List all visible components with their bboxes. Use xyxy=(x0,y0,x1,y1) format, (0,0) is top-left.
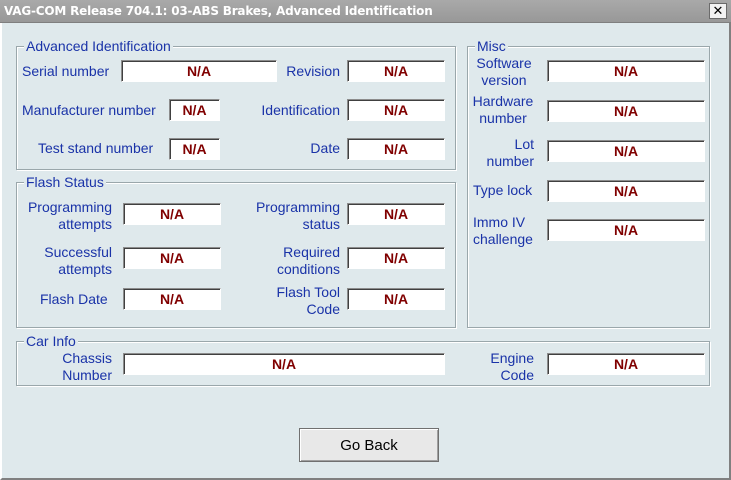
misc-title: Misc xyxy=(475,38,508,54)
programming-status-label: Programming status xyxy=(255,199,340,232)
window-title: VAG-COM Release 704.1: 03-ABS Brakes, Ad… xyxy=(4,4,433,18)
chassis-number-label: Chassis Number xyxy=(62,350,112,383)
lot-number-label: Lot number xyxy=(486,136,534,169)
lot-number-field[interactable]: N/A xyxy=(547,140,705,162)
required-conditions-field[interactable]: N/A xyxy=(347,247,445,269)
hardware-number-label: Hardware number xyxy=(472,93,534,126)
car-info-group: Car Info xyxy=(16,333,710,386)
engine-code-label: Engine Code xyxy=(490,350,534,383)
identification-field[interactable]: N/A xyxy=(347,99,445,121)
software-version-label: Software version xyxy=(476,55,532,88)
type-lock-field[interactable]: N/A xyxy=(547,180,705,202)
required-conditions-label: Required conditions xyxy=(276,244,340,277)
successful-attempts-label: Successful attempts xyxy=(44,244,112,277)
flash-tool-code-field[interactable]: N/A xyxy=(347,288,445,310)
serial-number-label: Serial number xyxy=(22,63,110,79)
go-back-button[interactable]: Go Back xyxy=(299,428,439,462)
close-icon: ✕ xyxy=(712,3,724,19)
title-bar: VAG-COM Release 704.1: 03-ABS Brakes, Ad… xyxy=(0,0,731,23)
revision-field[interactable]: N/A xyxy=(347,60,445,82)
programming-attempts-label: Programming attempts xyxy=(27,199,112,232)
test-stand-number-label: Test stand number xyxy=(38,140,154,156)
successful-attempts-field[interactable]: N/A xyxy=(123,247,221,269)
advanced-identification-group: Advanced Identification xyxy=(16,38,456,170)
revision-label: Revision xyxy=(286,63,340,79)
hardware-number-field[interactable]: N/A xyxy=(547,100,705,122)
flash-tool-code-label: Flash Tool Code xyxy=(276,284,340,317)
manufacturer-number-label: Manufacturer number xyxy=(22,102,156,118)
date-label: Date xyxy=(310,140,340,156)
immo-challenge-label: Immo IV challenge xyxy=(473,214,533,247)
flash-date-label: Flash Date xyxy=(40,291,108,307)
misc-group: Misc xyxy=(467,38,710,328)
advanced-identification-title: Advanced Identification xyxy=(24,38,173,54)
engine-code-field[interactable]: N/A xyxy=(547,353,705,375)
car-info-title: Car Info xyxy=(24,333,78,349)
date-field[interactable]: N/A xyxy=(347,138,445,160)
chassis-number-field[interactable]: N/A xyxy=(123,353,445,375)
window-frame xyxy=(0,23,731,480)
flash-status-group: Flash Status xyxy=(16,174,456,328)
programming-attempts-field[interactable]: N/A xyxy=(123,203,221,225)
flash-date-field[interactable]: N/A xyxy=(123,288,221,310)
type-lock-label: Type lock xyxy=(473,182,533,198)
immo-challenge-field[interactable]: N/A xyxy=(547,219,705,241)
programming-status-field[interactable]: N/A xyxy=(347,203,445,225)
serial-number-field[interactable]: N/A xyxy=(121,60,277,82)
manufacturer-number-field[interactable]: N/A xyxy=(169,99,220,121)
close-button[interactable]: ✕ xyxy=(709,3,727,19)
software-version-field[interactable]: N/A xyxy=(547,60,705,82)
flash-status-title: Flash Status xyxy=(24,174,106,190)
identification-label: Identification xyxy=(261,102,340,118)
test-stand-number-field[interactable]: N/A xyxy=(169,138,220,160)
